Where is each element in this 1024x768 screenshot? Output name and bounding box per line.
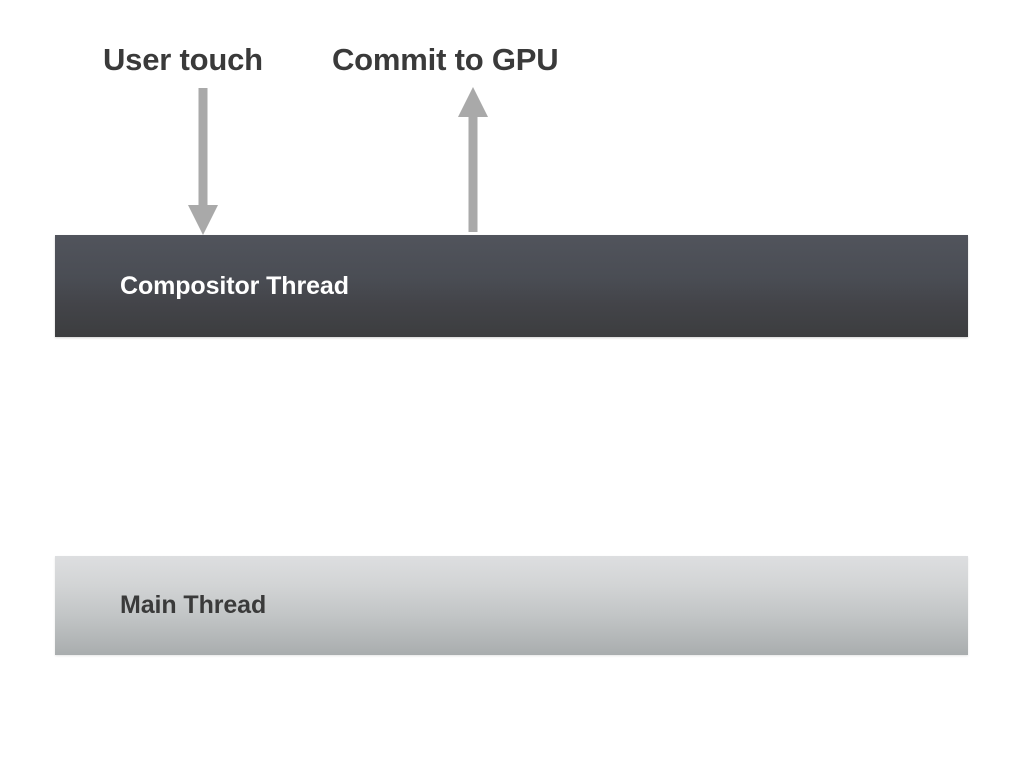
lane-label-main-thread: Main Thread	[120, 591, 267, 619]
lane-compositor-thread: Compositor Thread	[55, 235, 968, 337]
lane-label-compositor-thread: Compositor Thread	[120, 271, 349, 300]
annotation-label-user-touch: User touch	[103, 42, 263, 77]
lane-main-thread: Main Thread	[55, 556, 968, 655]
arrow-up-icon	[451, 86, 495, 232]
arrow-down-icon	[181, 88, 225, 236]
annotation-label-commit-gpu: Commit to GPU	[332, 42, 559, 77]
